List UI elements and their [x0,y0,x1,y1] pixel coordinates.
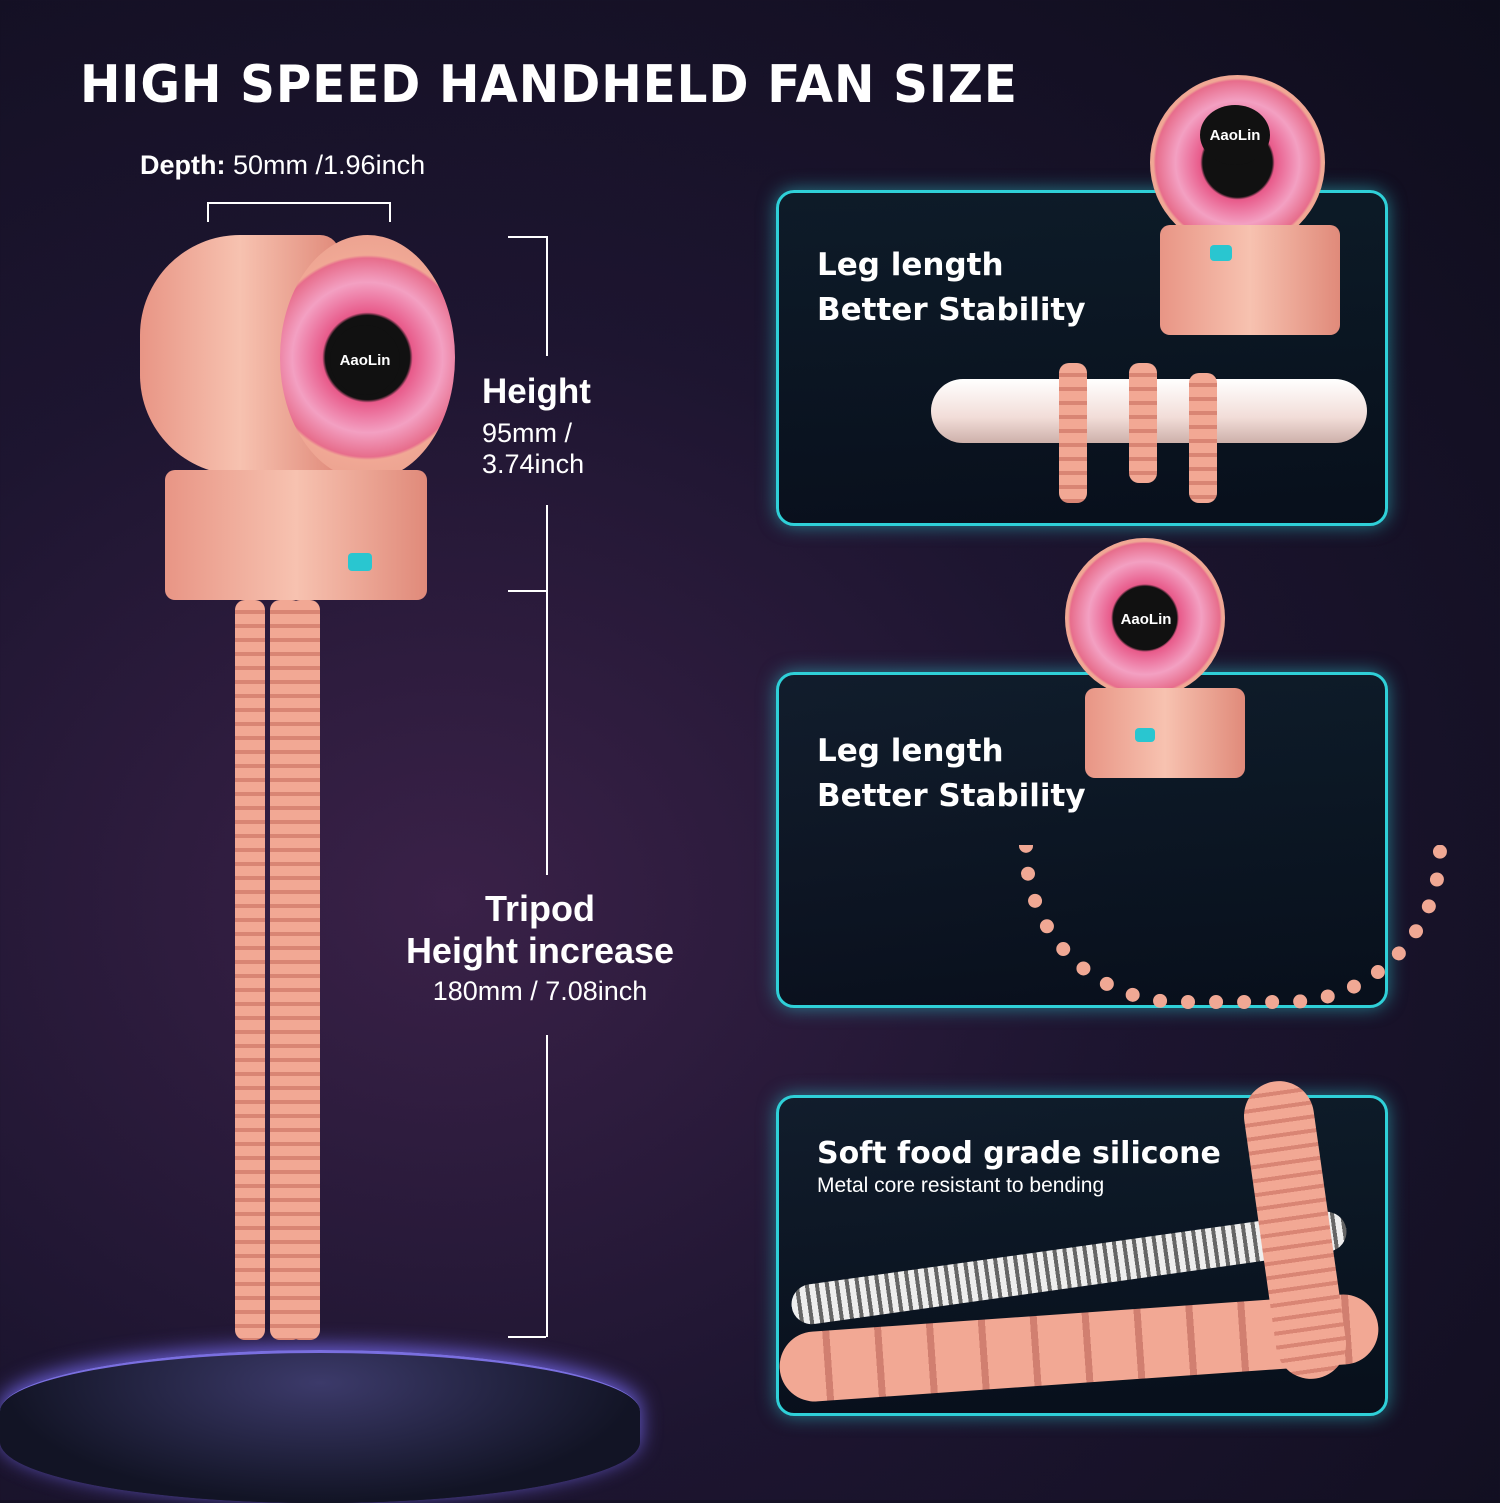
height-tick-top [508,236,546,238]
panel-3-text: Soft food grade silicone Metal core resi… [817,1134,1221,1198]
panel-2-line-1: Leg length [817,733,1004,769]
main-fan-product: AaoLin [140,235,460,1345]
tripod-dimension: Tripod Height increase 180mm / 7.08inch [390,888,690,1007]
depth-label: Depth: [140,150,226,180]
tripod-leg [290,600,320,1340]
depth-dimension: Depth: 50mm /1.96inch [140,150,425,181]
power-button [1135,728,1155,742]
tripod-leg [1129,363,1157,483]
brand-logo: AaoLin [1200,105,1270,165]
tripod-legs-spread [1019,845,1447,1009]
depth-value: 50mm /1.96inch [233,150,426,180]
tripod-leg [235,600,265,1340]
panel-3-line-1: Soft food grade silicone [817,1136,1221,1171]
height-tick-mid [508,590,546,592]
height-tick-bottom [508,1336,546,1338]
brand-logo: AaoLin [330,325,400,395]
panel-2-line-2: Better Stability [817,778,1086,814]
height-mm: 95mm / [482,418,573,448]
tripod-value: 180mm / 7.08inch [432,976,648,1006]
panel-3-line-2: Metal core resistant to bending [817,1174,1105,1197]
panel-1-text: Leg length Better Stability [817,243,1086,333]
height-line-top [546,236,548,356]
platform-base [0,1350,640,1503]
tripod-label-1: Tripod [485,888,595,929]
depth-bracket [207,202,391,222]
tripod-leg [1189,373,1217,503]
fan-product-wrapped: AaoLin [1150,75,1370,375]
tripod-label-2: Height increase [405,930,675,971]
fan-base [1160,225,1340,335]
panel-1-line-1: Leg length [817,247,1004,283]
height-label: Height [482,372,591,411]
fan-base [1085,688,1245,778]
height-line-mid [546,505,548,875]
height-line-bottom [546,1035,548,1337]
tripod-leg [1059,363,1087,503]
power-button [348,553,372,571]
panel-1-line-2: Better Stability [817,292,1086,328]
page-title: HIGH SPEED HANDHELD FAN SIZE [80,55,1018,115]
fan-product-standing: AaoLin [1065,538,1265,778]
panel-2-text: Leg length Better Stability [817,729,1086,819]
height-dimension: Height 95mm / 3.74inch [482,372,622,480]
power-button [1210,245,1232,261]
feature-panel-standing: Leg length Better Stability [776,672,1447,1009]
fan-base [165,470,427,600]
height-inch: 3.74inch [482,449,585,479]
brand-logo: AaoLin [1115,588,1177,650]
